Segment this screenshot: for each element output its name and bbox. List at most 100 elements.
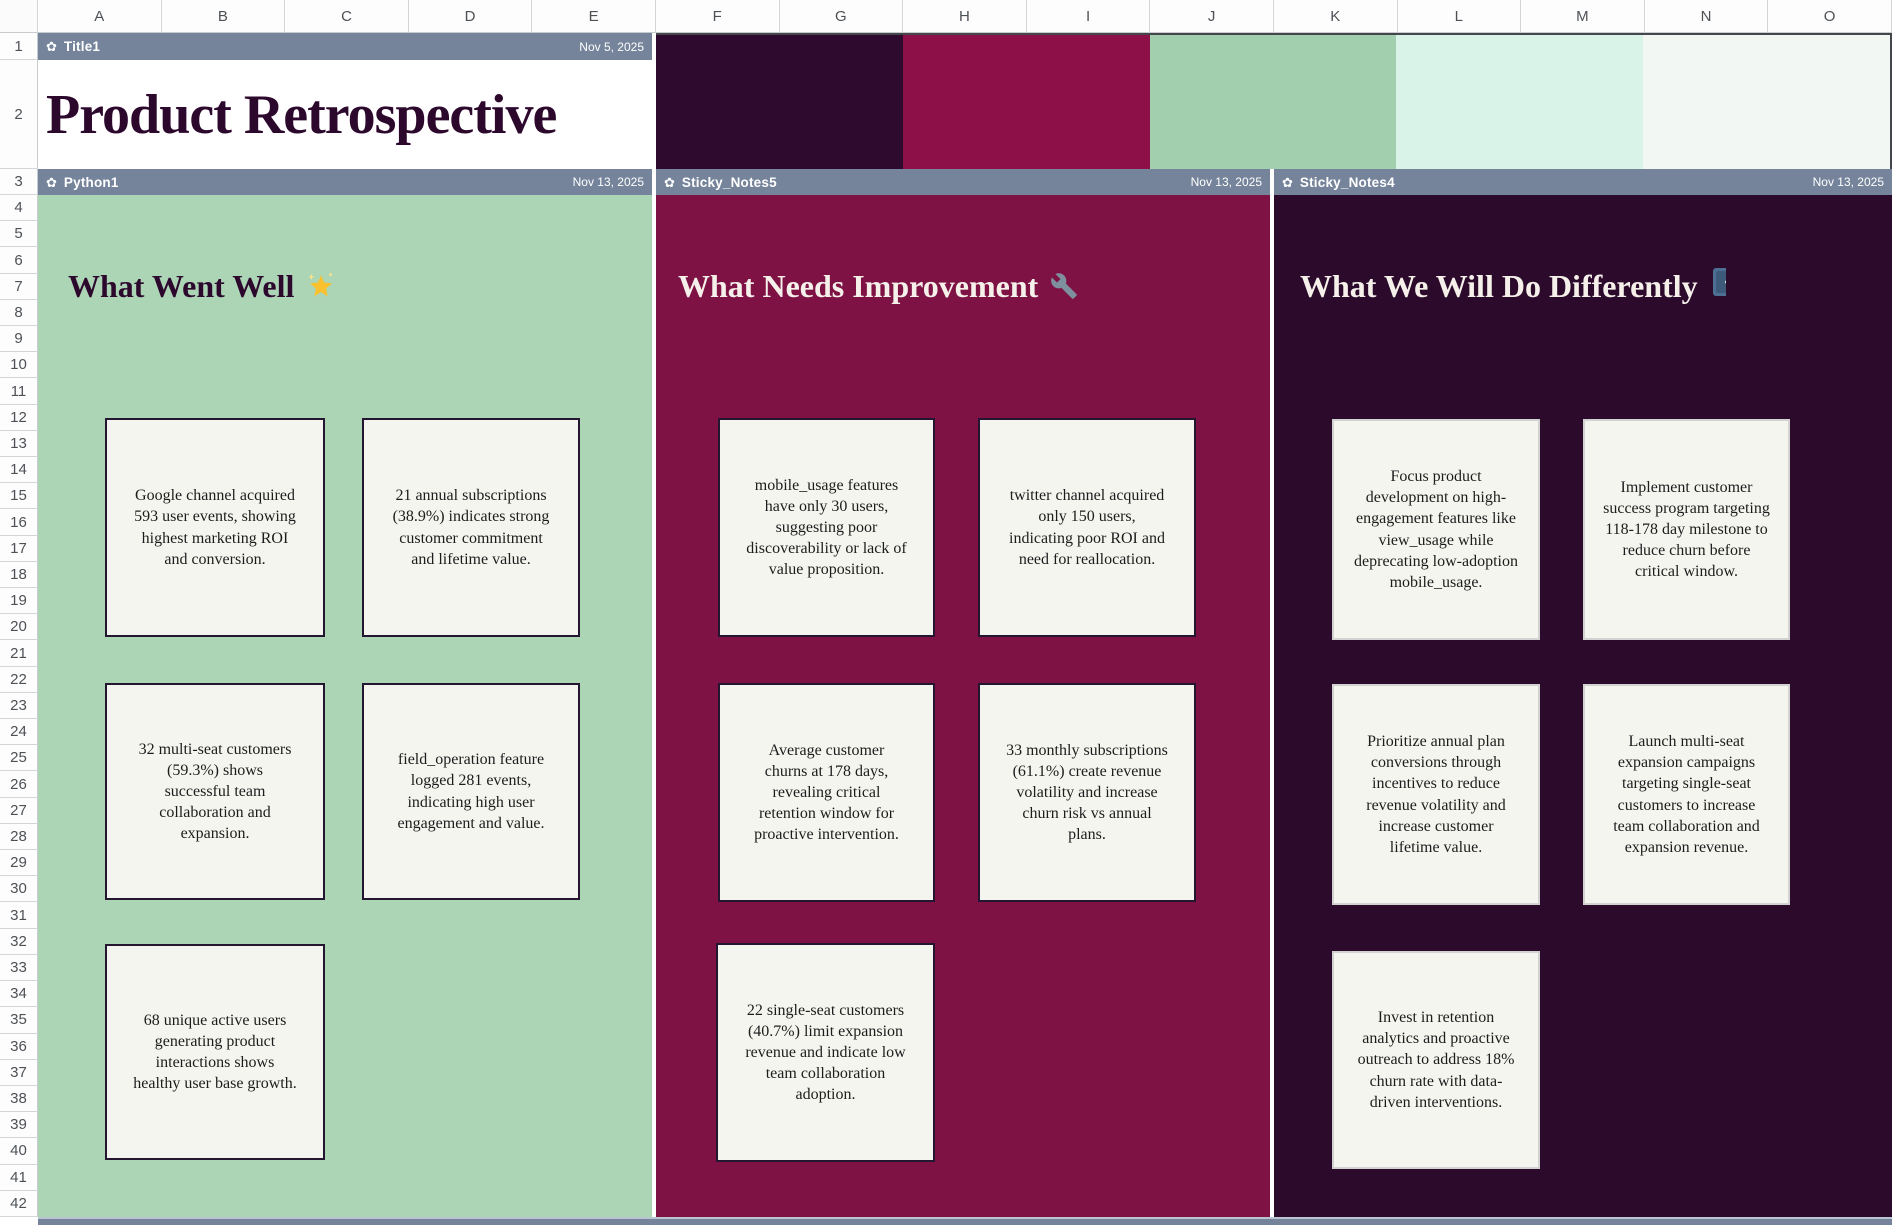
sticky-note[interactable]: 32 multi-seat customers (59.3%) shows su… — [105, 683, 325, 900]
row-header-24[interactable]: 24 — [0, 719, 38, 746]
widget-bar-sticky-notes5[interactable]: ✿ Sticky_Notes5 Nov 13, 2025 — [656, 169, 1270, 195]
widget-label: Sticky_Notes4 — [1299, 174, 1395, 190]
row-header-1[interactable]: 1 — [0, 33, 38, 60]
sticky-note[interactable]: Google channel acquired 593 user events,… — [105, 418, 325, 637]
column-header-G[interactable]: G — [779, 0, 904, 33]
row-header-4[interactable]: 4 — [0, 195, 38, 222]
column-header-D[interactable]: D — [408, 0, 533, 33]
color-swatch-green[interactable] — [1149, 35, 1397, 169]
widget-icon: ✿ — [46, 39, 57, 54]
widget-date: Nov 5, 2025 — [579, 39, 644, 54]
sticky-note-text: 68 unique active users generating produc… — [133, 1011, 297, 1093]
widget-icon: ✿ — [46, 174, 57, 190]
sticky-note[interactable]: twitter channel acquired only 150 users,… — [978, 418, 1196, 637]
row-header-5[interactable]: 5 — [0, 221, 38, 248]
row-header-28[interactable]: 28 — [0, 823, 38, 851]
row-header-37[interactable]: 37 — [0, 1059, 38, 1086]
sticky-note-text: Average customer churns at 178 days, rev… — [754, 741, 899, 844]
column-header-L[interactable]: L — [1397, 0, 1522, 33]
color-swatch-dark-purple[interactable] — [656, 35, 903, 169]
row-header-8[interactable]: 8 — [0, 299, 38, 327]
column-header-F[interactable]: F — [655, 0, 780, 33]
sticky-note-text: Focus product development on high-engage… — [1354, 468, 1518, 591]
row-header-41[interactable]: 41 — [0, 1164, 38, 1191]
sticky-note[interactable]: 22 single-seat customers (40.7%) limit e… — [716, 943, 935, 1162]
sticky-note-text: 33 monthly subscriptions (61.1%) create … — [1006, 741, 1168, 844]
color-swatch-maroon[interactable] — [902, 35, 1150, 169]
row-header-34[interactable]: 34 — [0, 981, 38, 1008]
row-header-10[interactable]: 10 — [0, 352, 38, 379]
sticky-note[interactable]: Launch multi-seat expansion campaigns ta… — [1583, 684, 1790, 905]
row-header-9[interactable]: 9 — [0, 326, 38, 353]
sticky-note[interactable]: 33 monthly subscriptions (61.1%) create … — [978, 683, 1196, 902]
column-header-C[interactable]: C — [285, 0, 409, 33]
color-swatch-mint[interactable] — [1396, 35, 1644, 169]
row-header-2[interactable]: 2 — [0, 60, 38, 169]
sticky-note[interactable]: Implement customer success program targe… — [1583, 419, 1790, 640]
row-header-23[interactable]: 23 — [0, 692, 38, 720]
row-header-20[interactable]: 20 — [0, 614, 38, 641]
row-header-16[interactable]: 16 — [0, 509, 38, 536]
row-header-38[interactable]: 38 — [0, 1085, 38, 1113]
row-header-30[interactable]: 30 — [0, 876, 38, 903]
sticky-note[interactable]: 21 annual subscriptions (38.9%) indicate… — [362, 418, 580, 637]
row-header-12[interactable]: 12 — [0, 404, 38, 431]
row-header-39[interactable]: 39 — [0, 1112, 38, 1139]
title-widget-body[interactable]: Product Retrospective — [38, 60, 652, 169]
widget-bar-python1[interactable]: ✿ Python1 Nov 13, 2025 — [38, 169, 652, 195]
row-header-31[interactable]: 31 — [0, 902, 38, 929]
row-header-19[interactable]: 19 — [0, 588, 38, 615]
column-header-I[interactable]: I — [1026, 0, 1151, 33]
column-header-A[interactable]: A — [38, 0, 162, 33]
bottom-widget-bar[interactable] — [38, 1217, 1892, 1225]
sticky-note[interactable]: 68 unique active users generating produc… — [105, 944, 325, 1160]
sticky-note[interactable]: Prioritize annual plan conversions throu… — [1332, 684, 1540, 905]
sticky-note[interactable]: field_operation feature logged 281 event… — [362, 683, 580, 900]
row-header-27[interactable]: 27 — [0, 797, 38, 824]
color-swatch-pale-green[interactable] — [1643, 35, 1890, 169]
widget-bar-sticky-notes4[interactable]: ✿ Sticky_Notes4 Nov 13, 2025 — [1274, 169, 1892, 195]
column-header-O[interactable]: O — [1768, 0, 1892, 33]
row-header-26[interactable]: 26 — [0, 771, 38, 798]
row-header-25[interactable]: 25 — [0, 745, 38, 772]
sticky-note[interactable]: Focus product development on high-engage… — [1332, 419, 1540, 640]
row-header-35[interactable]: 35 — [0, 1007, 38, 1034]
row-header-7[interactable]: 7 — [0, 273, 38, 300]
column-header-J[interactable]: J — [1150, 0, 1274, 33]
row-header-22[interactable]: 22 — [0, 666, 38, 693]
widget-date: Nov 13, 2025 — [1190, 175, 1262, 189]
column-header-B[interactable]: B — [161, 0, 286, 33]
row-header-42[interactable]: 42 — [0, 1190, 38, 1217]
row-header-3[interactable]: 3 — [0, 169, 38, 195]
sticky-note[interactable]: Invest in retention analytics and proact… — [1332, 951, 1540, 1169]
row-header-15[interactable]: 15 — [0, 483, 38, 510]
row-header-6[interactable]: 6 — [0, 247, 38, 274]
row-header-18[interactable]: 18 — [0, 561, 38, 589]
row-header-29[interactable]: 29 — [0, 850, 38, 877]
column-header-E[interactable]: E — [532, 0, 656, 33]
grid-corner-cell[interactable] — [0, 0, 38, 33]
row-header-11[interactable]: 11 — [0, 378, 38, 405]
column-header-N[interactable]: N — [1644, 0, 1769, 33]
row-header-13[interactable]: 13 — [0, 430, 38, 458]
sticky-note-text: 21 annual subscriptions (38.9%) indicate… — [392, 487, 550, 568]
sticky-note[interactable]: mobile_usage features have only 30 users… — [718, 418, 935, 637]
row-header-33[interactable]: 33 — [0, 954, 38, 982]
panel-heading-went-well: What Went Well — [68, 265, 336, 307]
widget-label: Sticky_Notes5 — [681, 174, 777, 190]
column-header-M[interactable]: M — [1521, 0, 1645, 33]
row-header-36[interactable]: 36 — [0, 1033, 38, 1060]
row-header-40[interactable]: 40 — [0, 1138, 38, 1165]
widget-bar-title1[interactable]: ✿ Title1 Nov 5, 2025 — [38, 33, 652, 60]
column-header-H[interactable]: H — [903, 0, 1027, 33]
widget-icon: ✿ — [664, 174, 675, 190]
column-header-K[interactable]: K — [1273, 0, 1398, 33]
row-header-21[interactable]: 21 — [0, 640, 38, 667]
sticky-note[interactable]: Average customer churns at 178 days, rev… — [718, 683, 935, 902]
row-header-17[interactable]: 17 — [0, 535, 38, 562]
sticky-note-text: twitter channel acquired only 150 users,… — [1009, 487, 1165, 568]
row-header-14[interactable]: 14 — [0, 457, 38, 484]
row-header-32[interactable]: 32 — [0, 928, 38, 955]
